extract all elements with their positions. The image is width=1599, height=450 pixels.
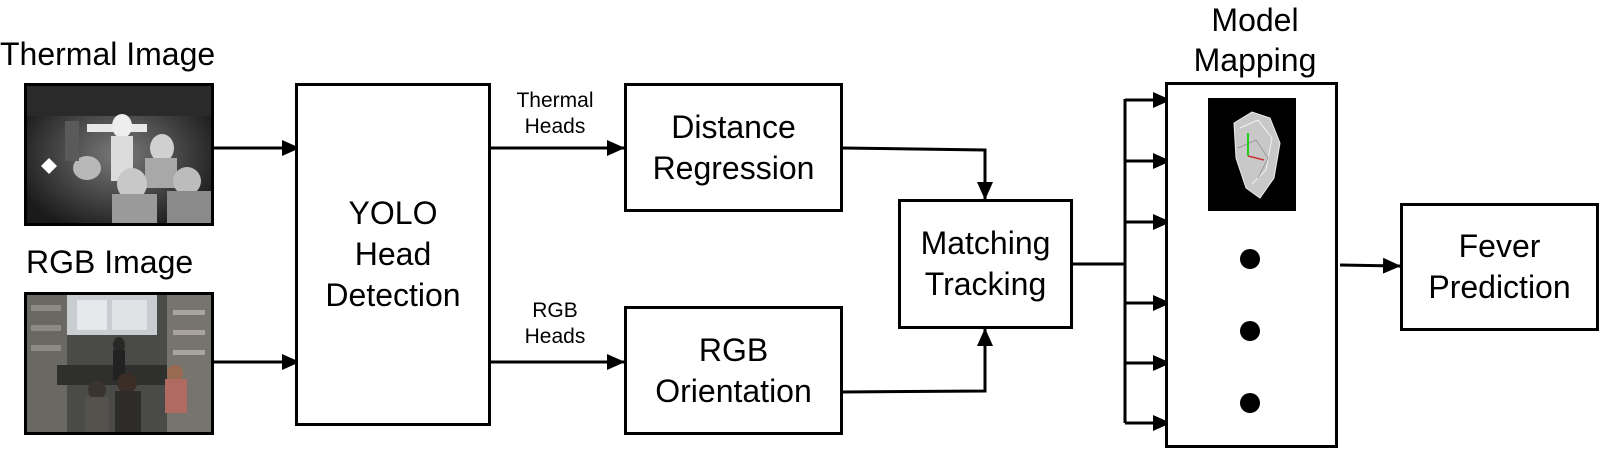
arrow-orientation-to-matching — [841, 328, 993, 394]
fever-line-2: Prediction — [1428, 269, 1571, 305]
ellipsis-dot-3 — [1240, 393, 1260, 413]
orientation-line-2: Orientation — [655, 372, 812, 409]
yolo-head-detection-box: YOLO Head Detection — [295, 83, 491, 426]
ellipsis-dot-1 — [1240, 249, 1260, 269]
thermal-heads-line-1: Thermal — [516, 89, 594, 112]
rgb-image-title: RGB Image — [26, 244, 194, 280]
yolo-line-1: YOLO — [348, 195, 438, 231]
arrow-distance-to-matching — [841, 146, 993, 200]
orientation-line-1: RGB — [698, 331, 769, 368]
ellipsis-dot-2 — [1240, 321, 1260, 341]
thermal-image-title: Thermal Image — [0, 36, 216, 72]
distance-regression-box: Distance Regression — [624, 83, 843, 212]
rgb-orientation-box: RGB Orientation — [624, 306, 843, 435]
model-mapping-line-1: Model — [1211, 2, 1299, 38]
yolo-line-3: Detection — [325, 277, 461, 313]
fever-prediction-box: Fever Prediction — [1400, 203, 1599, 331]
thermal-heads-line-2: Heads — [524, 115, 586, 138]
matching-tracking-box: Matching Tracking — [898, 199, 1073, 329]
rgb-heads-line-2: Heads — [524, 325, 586, 348]
matching-line-1: Matching — [920, 225, 1051, 261]
rgb-heads-label: RGB Heads — [500, 298, 610, 350]
rgb-image — [24, 292, 214, 435]
thermal-heads-label: Thermal Heads — [500, 88, 610, 140]
matching-line-2: Tracking — [924, 266, 1047, 302]
thermal-image — [24, 83, 214, 226]
arrow-mapping-to-fever — [1339, 257, 1401, 274]
yolo-line-2: Head — [354, 236, 432, 272]
rgb-heads-line-1: RGB — [532, 299, 578, 322]
distance-line-1: Distance — [671, 108, 796, 145]
head-model-thumbnail — [1208, 98, 1296, 211]
fever-line-1: Fever — [1458, 228, 1541, 264]
distance-line-2: Regression — [652, 149, 815, 186]
model-mapping-title: Model Mapping — [1170, 0, 1340, 80]
model-mapping-line-2: Mapping — [1193, 42, 1317, 78]
